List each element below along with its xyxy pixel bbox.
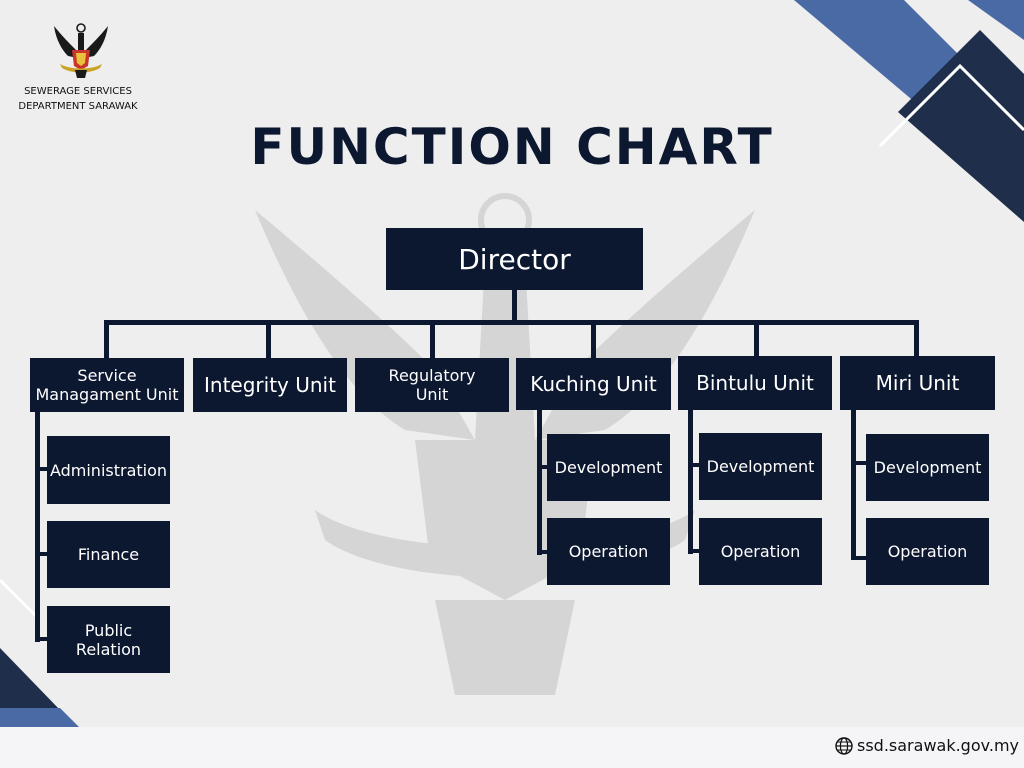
unit-label: Service Managament Unit <box>35 366 179 404</box>
subunit-label: Finance <box>77 545 140 564</box>
subunit-bintulu-development: Development <box>699 433 822 500</box>
subunit-bintulu-operation: Operation <box>699 518 822 585</box>
subunit-label: Operation <box>568 542 649 561</box>
subunit-label: Administration <box>49 460 168 480</box>
subunit-label: Development <box>554 458 663 477</box>
subunit-label: Operation <box>720 542 801 561</box>
subunit-finance: Finance <box>47 521 170 588</box>
department-logo <box>54 23 108 78</box>
department-name: SEWERAGE SERVICES DEPARTMENT SARAWAK <box>8 84 148 114</box>
unit-label: Kuching Unit <box>530 372 657 396</box>
unit-service-management: Service Managament Unit <box>30 358 184 412</box>
subunit-public-relation: Public Relation <box>47 606 170 673</box>
website-url[interactable]: ssd.sarawak.gov.my <box>857 736 1019 755</box>
page-title: FUNCTION CHART <box>250 118 774 176</box>
subunit-kuching-operation: Operation <box>547 518 670 585</box>
website-link[interactable]: ssd.sarawak.gov.my <box>835 736 1019 755</box>
corner-decoration-top-right <box>794 0 1024 222</box>
footer-bar <box>0 727 1024 768</box>
unit-regulatory: Regulatory Unit <box>355 358 509 412</box>
unit-kuching: Kuching Unit <box>516 358 671 410</box>
director-box: Director <box>386 228 643 290</box>
unit-label: Regulatory Unit <box>388 366 476 404</box>
subunit-miri-development: Development <box>866 434 989 501</box>
department-name-line1: SEWERAGE SERVICES <box>24 86 132 97</box>
unit-integrity: Integrity Unit <box>193 358 347 412</box>
subunit-label: Public Relation <box>75 620 142 659</box>
unit-miri: Miri Unit <box>840 356 995 410</box>
subunit-label: Development <box>873 458 982 477</box>
subunit-label: Development <box>706 457 815 476</box>
subunit-administration: Administration <box>47 436 170 504</box>
department-name-line2: DEPARTMENT SARAWAK <box>18 101 138 112</box>
subunit-label: Operation <box>887 542 968 561</box>
unit-label: Bintulu Unit <box>696 371 814 395</box>
subunit-miri-operation: Operation <box>866 518 989 585</box>
unit-bintulu: Bintulu Unit <box>678 356 832 410</box>
globe-icon <box>835 736 853 755</box>
subunit-kuching-development: Development <box>547 434 670 501</box>
unit-label: Integrity Unit <box>204 373 336 397</box>
unit-label: Miri Unit <box>875 371 960 395</box>
